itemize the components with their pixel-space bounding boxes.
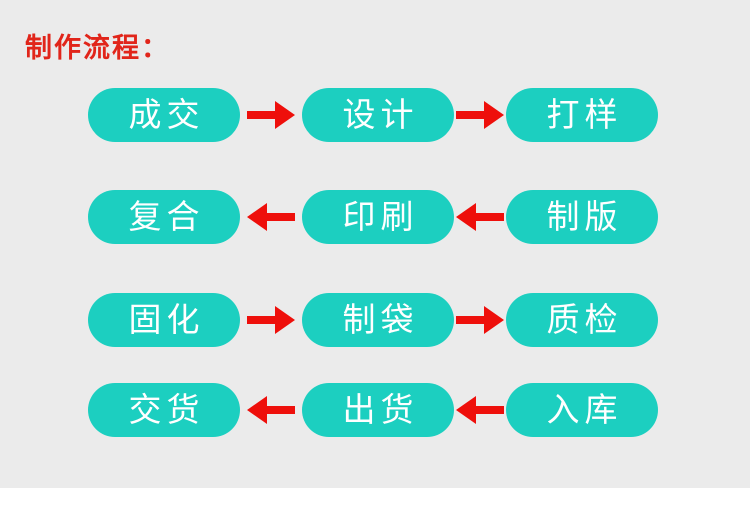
arrow-right-icon (456, 101, 504, 129)
flow-step-chengjiao: 成交 (88, 88, 240, 142)
arrow-left-icon (456, 396, 504, 424)
page-title: 制作流程： (25, 33, 170, 63)
arrow-right-icon (456, 306, 504, 334)
arrow-left-icon (247, 396, 295, 424)
bottom-white-strip (0, 488, 750, 505)
flow-step-ruku: 入库 (506, 383, 658, 437)
flow-step-zhijian: 质检 (506, 293, 658, 347)
flow-row-3: 固化 制袋 质检 (0, 293, 750, 347)
flow-step-yinshua: 印刷 (302, 190, 454, 244)
flow-row-1: 成交 设计 打样 (0, 88, 750, 142)
arrow-left-icon (247, 203, 295, 231)
flow-step-sheji: 设计 (302, 88, 454, 142)
flow-row-4: 交货 出货 入库 (0, 383, 750, 437)
flow-step-dayang: 打样 (506, 88, 658, 142)
arrow-right-icon (247, 306, 295, 334)
flow-step-chuhuo: 出货 (302, 383, 454, 437)
arrow-left-icon (456, 203, 504, 231)
flow-row-2: 复合 印刷 制版 (0, 190, 750, 244)
flow-step-guhua: 固化 (88, 293, 240, 347)
arrow-right-icon (247, 101, 295, 129)
flow-step-fuhe: 复合 (88, 190, 240, 244)
flow-step-zhidai: 制袋 (302, 293, 454, 347)
flow-step-jiaohuo: 交货 (88, 383, 240, 437)
flow-step-zhiban: 制版 (506, 190, 658, 244)
